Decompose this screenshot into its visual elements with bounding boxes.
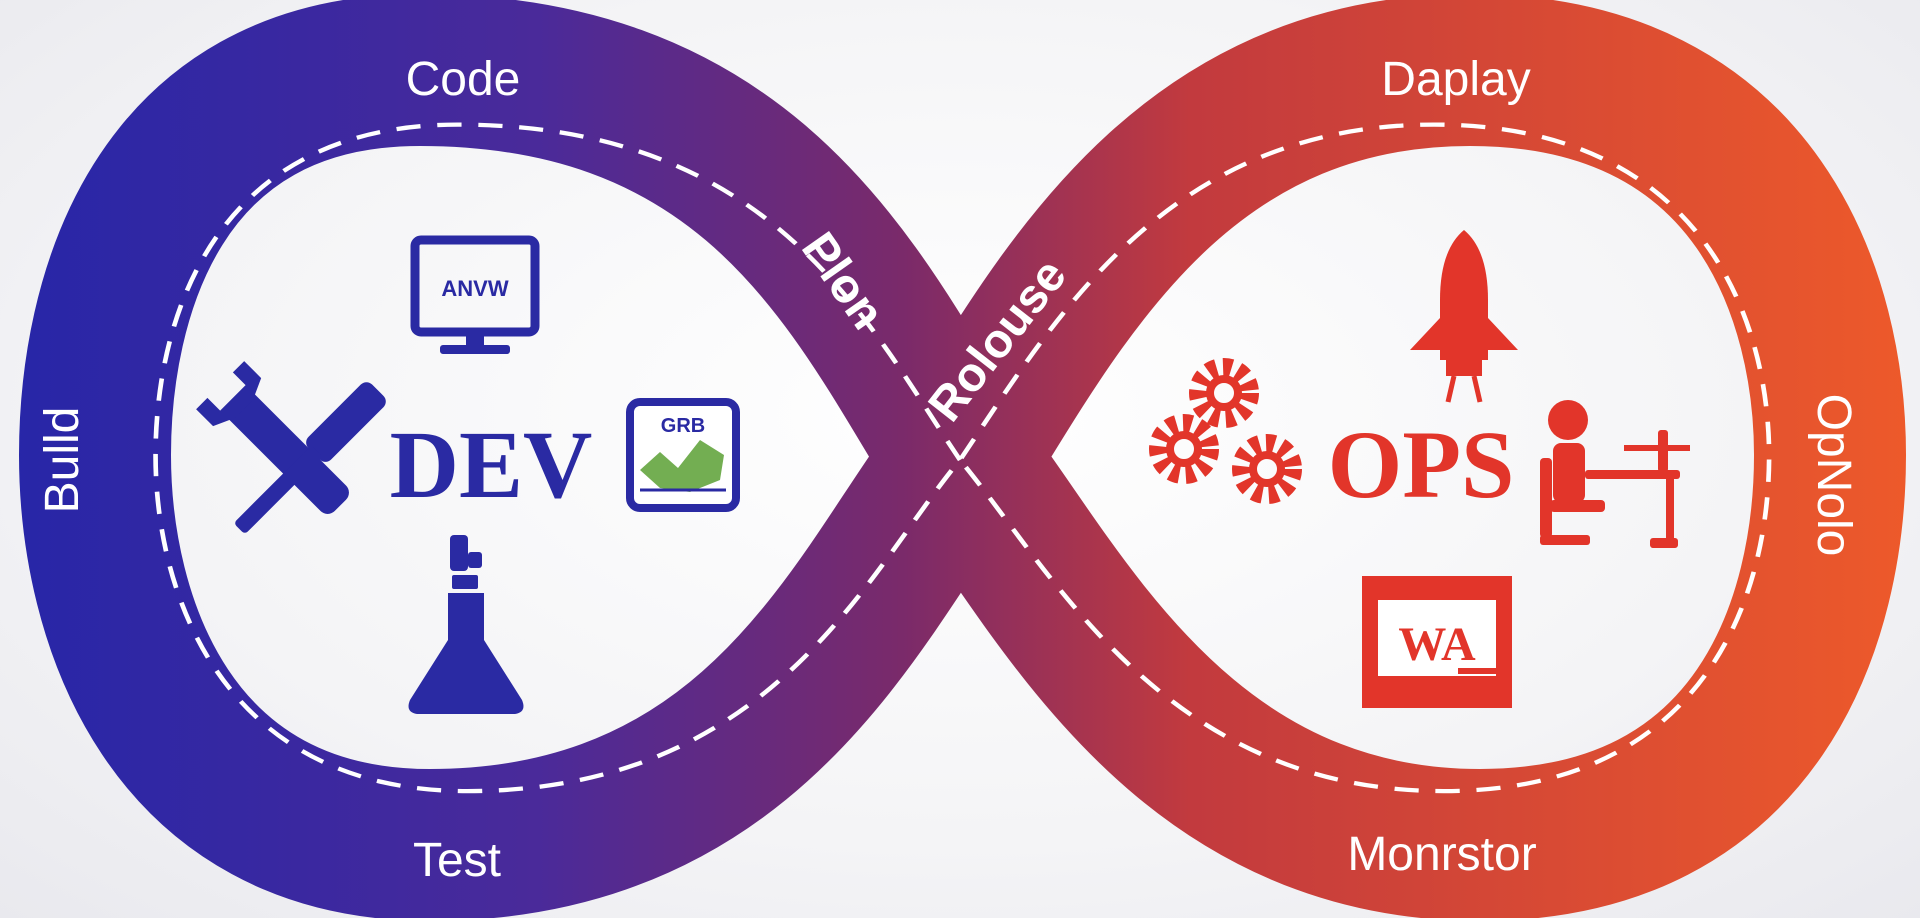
rocket-icon [1410,230,1518,403]
stage-operate: OpNolo [1807,394,1860,557]
wrench-screwdriver-icon [196,361,386,533]
stage-test: Test [413,834,501,887]
report-monitor-icon: WA [1362,576,1512,708]
stage-deploy: Daplay [1381,53,1530,106]
stage-monitor: Monrstor [1347,828,1536,881]
person-at-desk-icon [1540,400,1690,548]
chart-board-text: GRB [661,415,705,437]
stage-code: Code [406,53,521,106]
stage-build: Bulld [36,407,89,514]
flask-icon [408,535,524,714]
chart-board-icon: GRB [626,398,740,512]
ops-label: OPS [1328,411,1515,518]
monitor-screen-text: ANVW [441,276,508,301]
report-monitor-text: WA [1398,618,1476,671]
ring-dashed-line [153,122,1772,794]
computer-monitor-icon: ANVW [410,235,540,354]
gears-icon [1149,358,1302,504]
dev-label: DEV [390,411,593,518]
